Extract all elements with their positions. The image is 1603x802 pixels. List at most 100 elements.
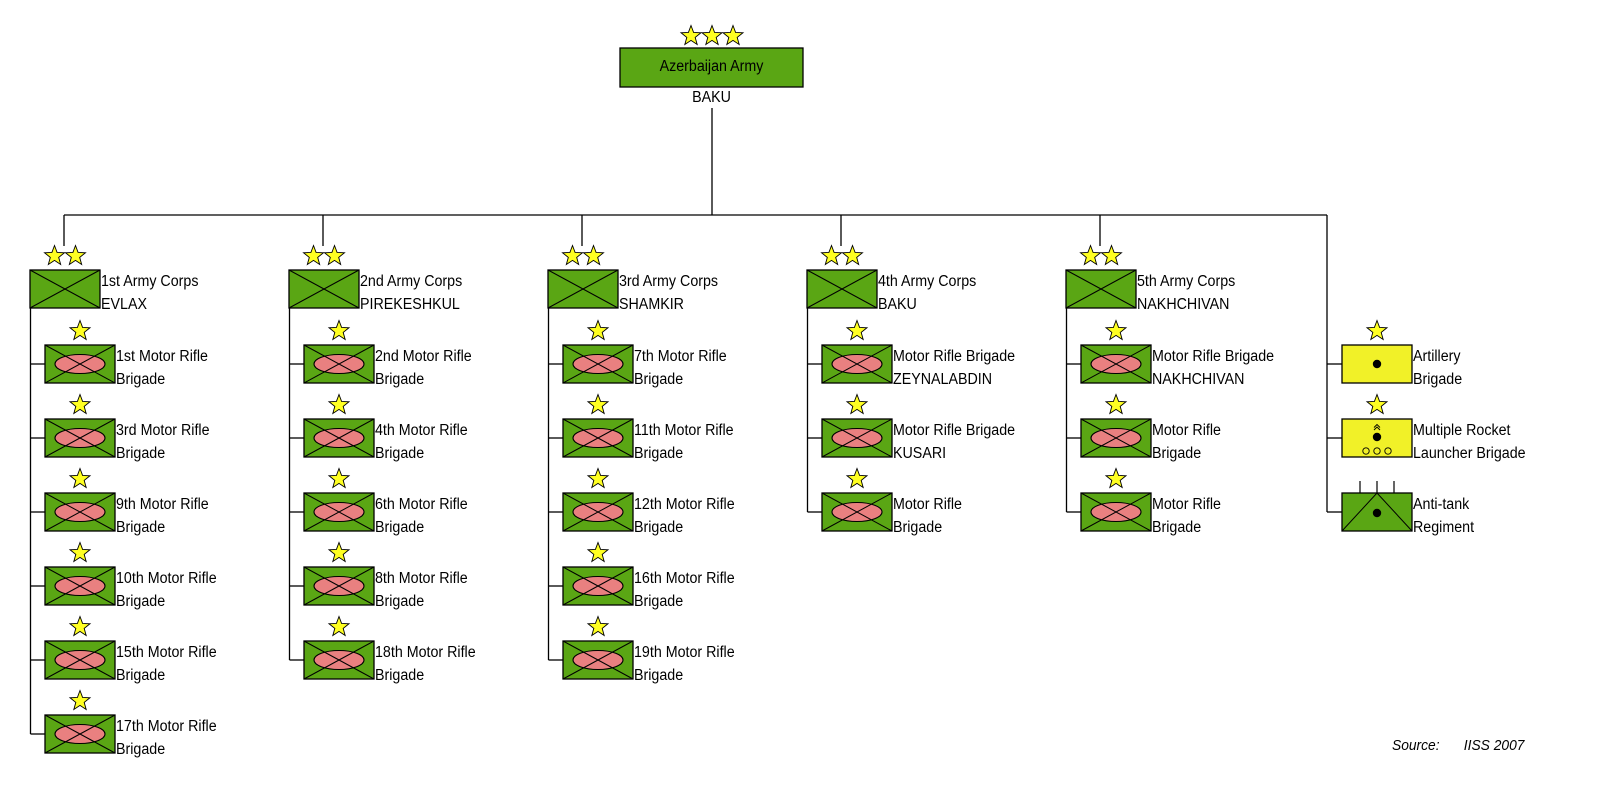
brigade-box: [44, 344, 116, 384]
brigade-label-line2: NAKHCHIVAN: [1152, 371, 1245, 388]
brigade-label-line1: 11th Motor Rifle: [634, 422, 734, 439]
brigade-rank-stars: [845, 393, 869, 415]
star-icon: [820, 244, 843, 266]
brigade-label-line1: 17th Motor Rifle: [116, 718, 217, 735]
brigade-label-line2: Brigade: [375, 593, 425, 610]
army-location: BAKU: [692, 89, 731, 106]
star-icon: [845, 393, 869, 415]
corps-rank-stars: [302, 244, 346, 266]
brigade-label-line2: Brigade: [116, 667, 166, 684]
brigade-label-line2: Brigade: [634, 667, 684, 684]
infantry-cross-line: [1065, 269, 1137, 309]
brigade-label-line1: Motor Rifle Brigade: [1152, 348, 1275, 365]
anti-tank-regiment-box: [1341, 481, 1413, 532]
army-unit-label-line2: Brigade: [1413, 371, 1463, 388]
infantry-cross-line: [821, 492, 893, 532]
brigade-rank-stars: [327, 319, 351, 341]
star-icon: [1079, 244, 1102, 266]
infantry-cross-line: [547, 269, 619, 309]
infantry-cross-line: [29, 269, 101, 309]
brigade-box: [1080, 344, 1152, 384]
brigade-label-line1: 3rd Motor Rifle: [116, 422, 210, 439]
infantry-cross-line: [303, 492, 375, 532]
brigade-box: [303, 418, 375, 458]
artillery-dot-icon: [1372, 508, 1382, 518]
infantry-cross-line: [821, 344, 893, 384]
star-icon: [1104, 393, 1128, 415]
brigade-label-line2: Brigade: [634, 445, 684, 462]
corps-box: [547, 269, 619, 309]
brigade-label-line1: 18th Motor Rifle: [375, 644, 476, 661]
star-icon: [1104, 467, 1128, 489]
brigade-label-line2: Brigade: [634, 371, 684, 388]
corps-label-line2: EVLAX: [101, 296, 147, 313]
brigade-rank-stars: [327, 541, 351, 563]
brigade-label-line1: 15th Motor Rifle: [116, 644, 217, 661]
infantry-cross-line: [821, 418, 893, 458]
corps-label-line1: 3rd Army Corps: [619, 273, 719, 290]
star-icon: [1104, 319, 1128, 341]
star-icon: [68, 689, 92, 711]
wheel-icon: [1373, 447, 1381, 455]
corps-label-line2: BAKU: [878, 296, 917, 313]
star-icon: [586, 541, 610, 563]
infantry-cross-line: [288, 269, 360, 309]
infantry-cross-line: [44, 714, 116, 754]
army-unit-label-line2: Regiment: [1413, 519, 1475, 536]
star-icon: [679, 24, 703, 46]
brigade-label-line1: 7th Motor Rifle: [634, 348, 727, 365]
infantry-cross-line: [44, 640, 116, 680]
star-icon: [1365, 319, 1389, 341]
brigade-label-line2: Brigade: [1152, 519, 1202, 536]
brigade-label-line1: Motor Rifle Brigade: [893, 348, 1016, 365]
star-icon: [327, 393, 351, 415]
star-icon: [68, 467, 92, 489]
corps-label-line1: 5th Army Corps: [1137, 273, 1236, 290]
source-label: Source:: [1392, 737, 1440, 754]
brigade-box: [562, 344, 634, 384]
unit-rank-stars: [1365, 393, 1389, 415]
artillery-brigade-box: [1341, 344, 1413, 384]
corps-label-line2: PIREKESHKUL: [360, 296, 460, 313]
infantry-cross-line: [1080, 492, 1152, 532]
brigade-box: [562, 640, 634, 680]
corps-rank-stars: [820, 244, 864, 266]
brigade-rank-stars: [327, 467, 351, 489]
brigade-box: [303, 640, 375, 680]
brigade-box: [821, 492, 893, 532]
army-unit-label-line1: Artillery: [1413, 348, 1461, 365]
star-icon: [582, 244, 605, 266]
brigade-label-line2: Brigade: [116, 445, 166, 462]
brigade-label-line2: Brigade: [116, 741, 166, 758]
corps-label-line2: NAKHCHIVAN: [1137, 296, 1230, 313]
star-icon: [586, 615, 610, 637]
brigade-label-line2: Brigade: [116, 593, 166, 610]
star-icon: [845, 319, 869, 341]
star-icon: [327, 541, 351, 563]
brigade-rank-stars: [327, 393, 351, 415]
brigade-box: [44, 640, 116, 680]
infantry-cross-line: [303, 640, 375, 680]
source-note: Source: IISS 2007: [1392, 737, 1524, 754]
brigade-box: [562, 492, 634, 532]
source-value: IISS 2007: [1463, 737, 1525, 754]
star-icon: [841, 244, 864, 266]
star-icon: [845, 467, 869, 489]
brigade-box: [562, 566, 634, 606]
artillery-dot-icon: [1372, 359, 1382, 369]
corps-label-line1: 1st Army Corps: [101, 273, 199, 290]
brigade-label-line1: 8th Motor Rifle: [375, 570, 468, 587]
brigade-rank-stars: [68, 319, 92, 341]
